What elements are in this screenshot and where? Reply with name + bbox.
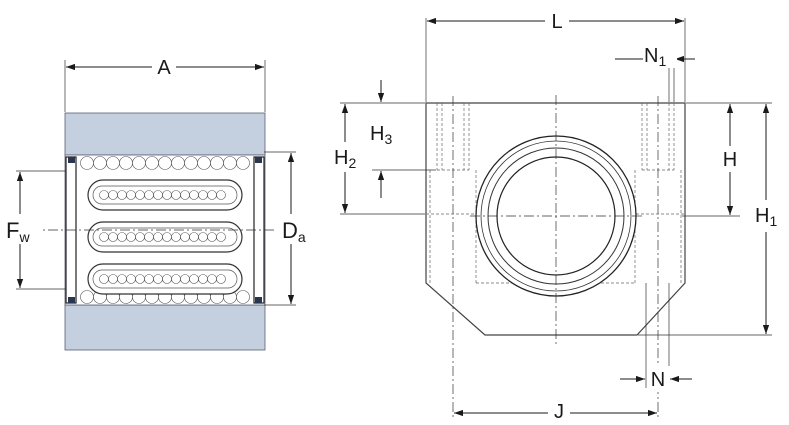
ball: [236, 290, 250, 304]
track-ball: [216, 274, 226, 284]
ball: [210, 156, 224, 170]
track-ball: [189, 274, 199, 284]
track-ball: [171, 274, 181, 284]
track-ball: [99, 274, 109, 284]
track-ball: [126, 274, 136, 284]
track-ball: [198, 190, 208, 200]
ball: [197, 156, 211, 170]
track-balls: [99, 190, 226, 284]
housing-front-view: L N1 H3 H2 H H1: [330, 8, 788, 424]
ball: [80, 290, 94, 304]
track-ball: [189, 232, 199, 242]
track-ball: [144, 232, 154, 242]
track-ball: [198, 274, 208, 284]
dim-N1-label: N1: [644, 45, 666, 69]
ball: [223, 156, 237, 170]
track-ball: [216, 190, 226, 200]
track-ball: [162, 190, 172, 200]
ball: [132, 156, 146, 170]
track-ball: [207, 232, 217, 242]
dim-Da-label: Da: [282, 218, 306, 245]
dim-H-label: H: [723, 149, 737, 171]
track-ball: [198, 232, 208, 242]
bushing-body-bottom: [64, 304, 266, 351]
ball: [119, 156, 133, 170]
track-ball: [189, 190, 199, 200]
track-ball: [99, 232, 109, 242]
dim-L-label: L: [551, 11, 562, 33]
track-ball: [126, 232, 136, 242]
bolt-hole-left: [429, 103, 477, 283]
ball: [145, 156, 159, 170]
track-ball: [144, 190, 154, 200]
track-ball: [171, 232, 181, 242]
ball: [80, 156, 94, 170]
track-ball: [207, 190, 217, 200]
ball: [93, 156, 107, 170]
track-ball: [117, 274, 127, 284]
track-ball: [135, 232, 145, 242]
dim-H2-label: H2: [334, 147, 356, 171]
dim-J-label: J: [554, 401, 564, 423]
track-ball: [135, 274, 145, 284]
track-ball: [108, 274, 118, 284]
ball: [158, 156, 172, 170]
track-ball: [144, 274, 154, 284]
track-ball: [162, 274, 172, 284]
track-ball: [216, 232, 226, 242]
ball: [106, 156, 120, 170]
bushing-body-top: [64, 112, 266, 156]
track-ball: [180, 232, 190, 242]
track-ball: [108, 190, 118, 200]
bushing-section-view: A Fw Da: [6, 54, 314, 351]
ball: [171, 156, 185, 170]
track-ball: [180, 274, 190, 284]
track-ball: [207, 274, 217, 284]
ball: [184, 156, 198, 170]
ball-row-top: [80, 156, 250, 170]
track-ball: [117, 190, 127, 200]
track-ball: [171, 190, 181, 200]
dim-H3-label: H3: [370, 123, 392, 147]
track-ball: [108, 232, 118, 242]
ball: [236, 156, 250, 170]
dim-Fw-label: Fw: [6, 218, 30, 245]
track-ball: [99, 190, 109, 200]
dim-N-label: N: [651, 369, 665, 391]
dim-H1-label: H1: [755, 205, 777, 229]
track-ball: [153, 274, 163, 284]
track-ball: [126, 190, 136, 200]
track-ball: [153, 232, 163, 242]
track-ball: [135, 190, 145, 200]
track-ball: [180, 190, 190, 200]
track-ball: [153, 190, 163, 200]
dim-A-label: A: [157, 57, 171, 79]
track-ball: [117, 232, 127, 242]
track-ball: [162, 232, 172, 242]
